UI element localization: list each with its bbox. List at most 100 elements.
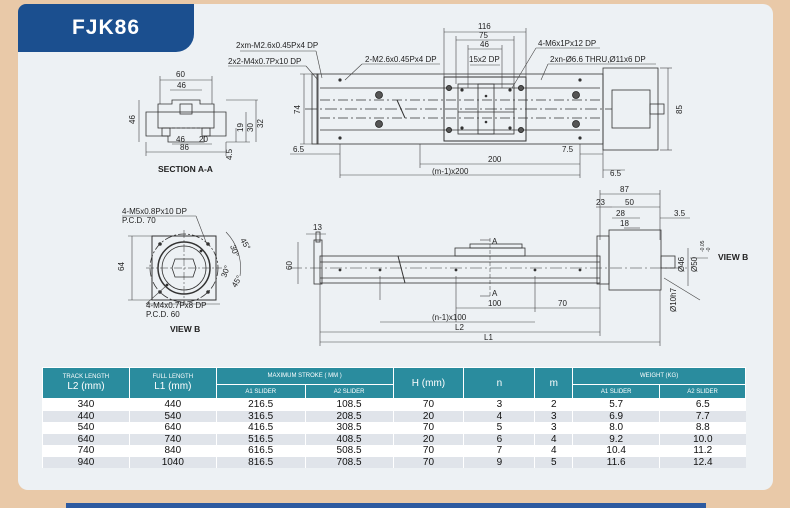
sec-dim-20: 20: [199, 135, 208, 144]
dim-116: 116: [478, 22, 491, 31]
table-cell-l1: 1040: [128, 456, 217, 468]
side-dim-60: 60: [285, 261, 294, 270]
table-cell-w2: 11.2: [659, 445, 746, 457]
viewb-angle-45-top: 45°: [238, 237, 252, 252]
view-b-flange: [146, 230, 222, 306]
view-b-marker: VIEW B: [718, 252, 748, 262]
viewb-angle-30-bottom: 30°: [219, 264, 232, 278]
viewb-angle-30-top: 30°: [228, 244, 241, 258]
viewb-callout-m4: 4-M4x0.7Px8 DP: [146, 301, 206, 310]
side-dim-50: 50: [625, 198, 634, 207]
side-dim-28: 28: [616, 209, 625, 218]
table-cell-n: 3: [463, 398, 535, 411]
table-cell-l2: 340: [42, 398, 130, 411]
table-cell-h: 20: [392, 410, 464, 422]
col-weight-a2: A2 SLIDER: [659, 384, 746, 399]
table-cell-s1: 216.5: [215, 398, 306, 411]
table-cell-l1: 440: [128, 398, 217, 411]
table-cell-l1: 640: [128, 422, 217, 434]
dim-75: 75: [479, 31, 488, 40]
side-view-actuator: [290, 229, 690, 298]
table-cell-h: 70: [392, 445, 464, 457]
table-cell-n: 9: [463, 456, 535, 468]
dim-6-5-right: 6.5: [610, 169, 622, 178]
col-weight: WEIGHT (KG): [572, 367, 746, 385]
sec-dim-4-5: 4.5: [225, 148, 234, 160]
col-full-length: FULL LENGTH L1 (mm): [128, 367, 217, 399]
table-cell-s2: 408.5: [304, 433, 393, 445]
model-title: FJK86: [71, 16, 141, 39]
table-cell-l2: 640: [42, 433, 130, 445]
table-cell-s1: 616.5: [215, 445, 306, 457]
table-cell-m: 2: [534, 398, 573, 411]
table-cell-s1: 816.5: [215, 456, 306, 468]
side-dim-13: 13: [313, 223, 322, 232]
dim-6-5-left: 6.5: [293, 145, 305, 154]
col-track-length: TRACK LENGTH L2 (mm): [42, 367, 130, 399]
table-cell-w1: 5.7: [572, 398, 660, 411]
table-cell-s1: 516.5: [215, 433, 306, 445]
table-cell-w1: 8.0: [572, 422, 660, 434]
side-dim-phi46: Ø46: [677, 256, 686, 272]
table-cell-h: 70: [392, 456, 464, 468]
table-cell-l1: 540: [128, 410, 217, 422]
table-cell-m: 3: [534, 422, 573, 434]
dim-46: 46: [480, 40, 489, 49]
side-dim-phi50: Ø50: [690, 256, 699, 272]
col-stroke-a1: A1 SLIDER: [215, 384, 306, 399]
view-b-title: VIEW B: [170, 324, 200, 334]
table-cell-w2: 7.7: [659, 410, 746, 422]
dim-m-200: (m-1)x200: [432, 167, 469, 176]
col-h: H (mm): [392, 367, 465, 399]
side-dim-87: 87: [620, 185, 629, 194]
col-stroke-a2: A2 SLIDER: [304, 384, 394, 399]
table-cell-w1: 11.6: [572, 456, 660, 468]
table-cell-l2: 540: [42, 422, 130, 434]
table-cell-l2: 940: [42, 456, 130, 468]
top-view-actuator: [305, 67, 665, 151]
table-cell-w1: 9.2: [572, 433, 660, 445]
table-cell-s2: 208.5: [304, 410, 393, 422]
callout-xm: 2xm-M2.6x0.45Px4 DP: [236, 41, 318, 50]
col-weight-a1: A1 SLIDER: [572, 384, 661, 399]
dim-200: 200: [488, 155, 502, 164]
table-cell-s1: 316.5: [215, 410, 306, 422]
table-cell-w2: 12.4: [659, 456, 746, 468]
side-dim-3-5: 3.5: [674, 209, 686, 218]
table-cell-s2: 708.5: [304, 456, 393, 468]
spec-table: TRACK LENGTH L2 (mm) FULL LENGTH L1 (mm)…: [42, 367, 746, 468]
table-cell-w2: 8.8: [659, 422, 746, 434]
dim-74: 74: [293, 105, 302, 114]
viewb-callout-pcd60: P.C.D. 60: [146, 310, 180, 319]
side-dim-L1: L1: [484, 333, 493, 342]
side-dim-18: 18: [620, 219, 629, 228]
table-cell-m: 4: [534, 445, 573, 457]
side-dim-phi10: Ø10h7: [669, 287, 678, 312]
table-cell-m: 3: [534, 410, 573, 422]
table-cell-l2: 740: [42, 445, 130, 457]
table-cell-n: 6: [463, 433, 535, 445]
section-a-a-title: SECTION A-A: [158, 164, 213, 174]
viewb-angle-45-bottom: 45°: [230, 274, 244, 289]
col-m: m: [534, 367, 574, 399]
table-cell-s2: 108.5: [304, 398, 393, 411]
side-dim-100: 100: [488, 299, 502, 308]
table-cell-s1: 416.5: [215, 422, 306, 434]
table-cell-s2: 308.5: [304, 422, 393, 434]
viewb-callout-m5: 4-M5x0.8Px10 DP: [122, 207, 187, 216]
sec-dim-46v: 46: [128, 115, 137, 124]
section-a-a: [145, 99, 227, 143]
sec-dim-60: 60: [176, 70, 185, 79]
sec-dim-19: 19: [236, 123, 245, 132]
sec-dim-46b: 46: [176, 135, 185, 144]
section-mark-a-bottom: A: [492, 289, 498, 298]
table-cell-w2: 6.5: [659, 398, 746, 411]
